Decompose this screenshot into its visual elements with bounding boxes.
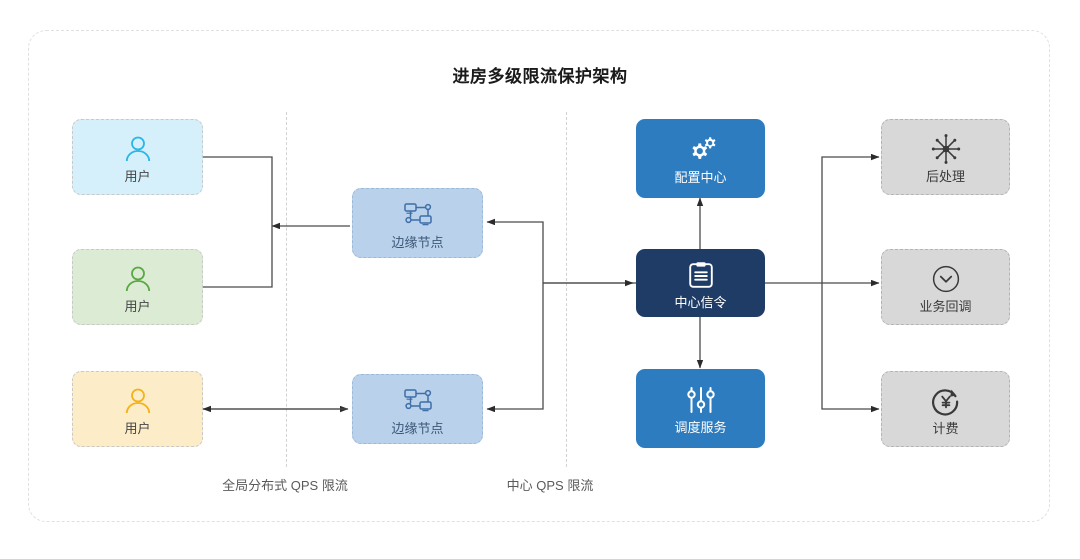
node-label: 中心信令 [674,294,727,310]
node-label: 用户 [124,298,151,314]
node-config-center[interactable]: 配置中心 [636,119,765,198]
node-label: 后处理 [925,168,965,184]
node-label: 业务回调 [919,298,972,314]
user-icon [123,384,153,418]
starburst-icon [930,132,962,166]
divider-right [566,112,567,467]
node-scheduling-service[interactable]: 调度服务 [636,369,765,448]
node-label: 边缘节点 [391,420,444,436]
node-user-1[interactable]: 用户 [72,119,203,195]
network-topology-icon [402,384,434,418]
node-edge-1[interactable]: 边缘节点 [352,188,483,258]
zone-caption-global: 全局分布式 QPS 限流 [222,478,348,493]
node-business-callback[interactable]: 业务回调 [881,249,1010,325]
node-user-2[interactable]: 用户 [72,249,203,325]
zone-caption-center: 中心 QPS 限流 [506,478,594,493]
gears-icon [684,133,718,167]
user-icon [123,262,153,296]
node-label: 调度服务 [674,420,727,435]
node-edge-2[interactable]: 边缘节点 [352,374,483,444]
yen-refresh-icon [931,384,961,418]
user-icon [123,132,153,166]
node-billing[interactable]: 计费 [881,371,1010,447]
circle-chevron-down-icon [931,262,961,296]
node-central-signaling[interactable]: 中心信令 [636,249,765,317]
sliders-icon [685,383,717,417]
node-post-processing[interactable]: 后处理 [881,119,1010,195]
node-label: 用户 [124,420,151,436]
node-label: 计费 [932,420,959,436]
node-label: 配置中心 [674,170,727,185]
node-label: 用户 [124,168,151,184]
node-user-3[interactable]: 用户 [72,371,203,447]
divider-left [286,112,287,467]
network-topology-icon [402,198,434,232]
clipboard-icon [688,258,714,292]
diagram-title: 进房多级限流保护架构 [452,67,628,86]
node-label: 边缘节点 [391,234,444,250]
